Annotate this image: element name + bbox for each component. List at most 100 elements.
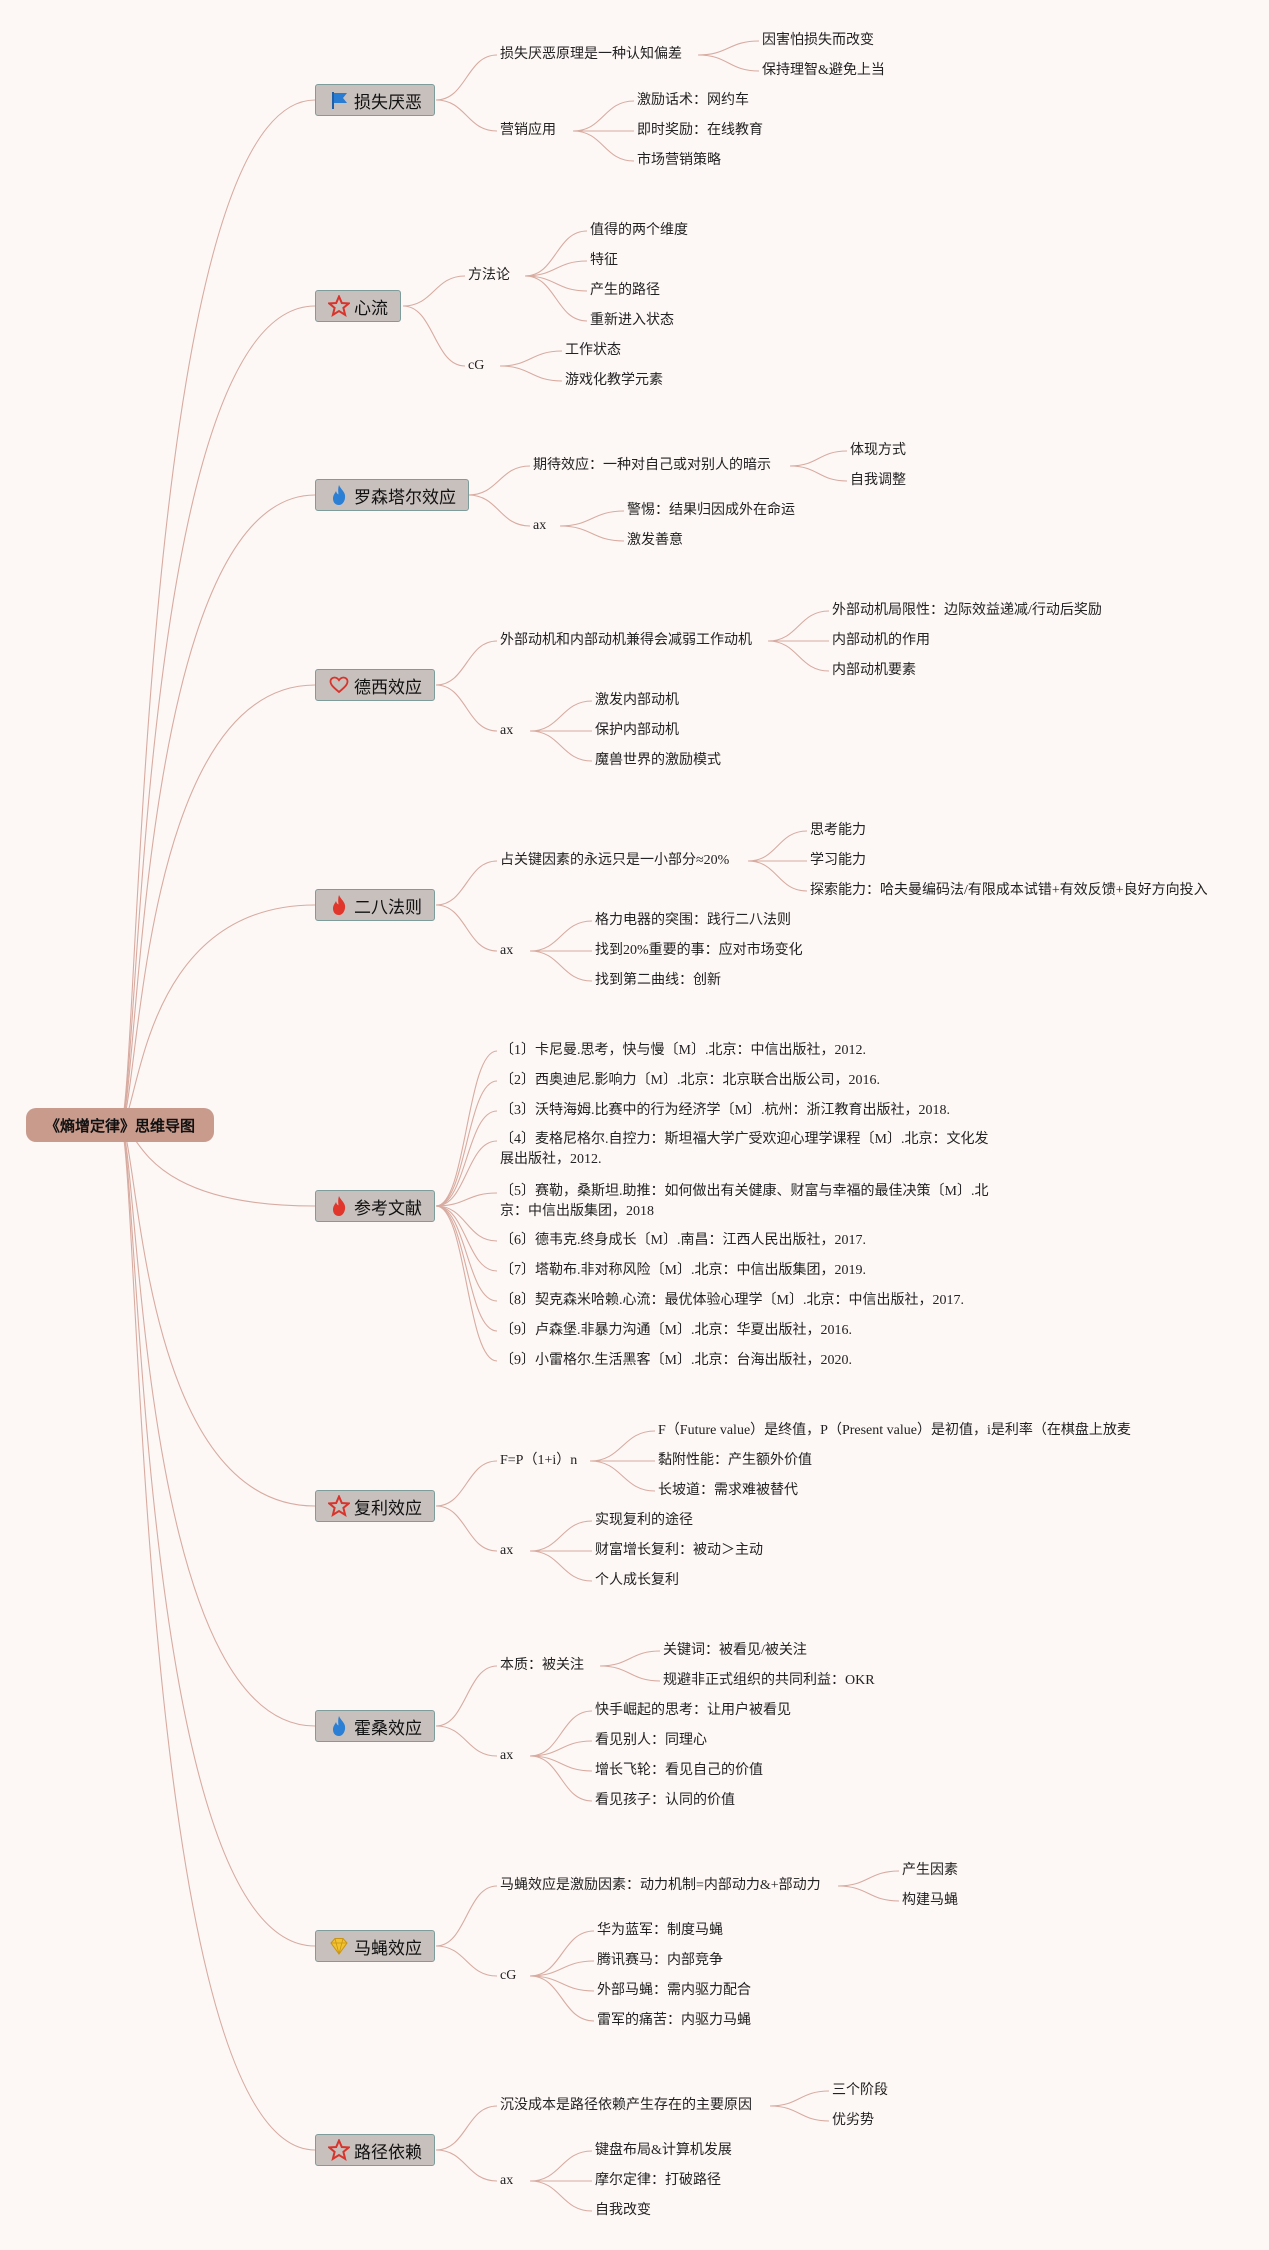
leaf-label[interactable]: 自我改变 xyxy=(595,2203,651,2218)
topic-path-dependence[interactable]: 路径依赖 xyxy=(315,2134,435,2166)
leaf-label[interactable]: 外部动机局限性：边际效益递减/行动后奖励 xyxy=(832,603,1102,618)
branch-label[interactable]: cG xyxy=(468,358,485,373)
reference-item[interactable]: 〔1〕卡尼曼.思考，快与慢〔M〕.北京：中信出版社，2012. xyxy=(500,1043,866,1058)
branch-label[interactable]: 损失厌恶原理是一种认知偏差 xyxy=(500,47,682,62)
leaf-label[interactable]: 找到第二曲线：创新 xyxy=(595,973,721,988)
reference-item[interactable]: 〔7〕塔勒布.非对称风险〔M〕.北京：中信出版集团，2019. xyxy=(500,1263,866,1278)
reference-item[interactable]: 〔4〕麦格尼格尔.自控力：斯坦福大学广受欢迎心理学课程〔M〕.北京：文化发展出版… xyxy=(500,1132,989,1167)
reference-item[interactable]: 〔6〕德韦克.终身成长〔M〕.南昌：江西人民出版社，2017. xyxy=(500,1233,866,1248)
leaf-label[interactable]: 即时奖励：在线教育 xyxy=(637,123,763,138)
leaf-label[interactable]: 规避非正式组织的共同利益：OKR xyxy=(663,1673,875,1688)
connector xyxy=(529,700,593,732)
leaf-label[interactable]: 外部马蝇：需内驱力配合 xyxy=(597,1983,751,1998)
leaf-label[interactable]: 找到20%重要的事：应对市场变化 xyxy=(595,943,803,958)
leaf-label[interactable]: 快手崛起的思考：让用户被看见 xyxy=(595,1703,791,1718)
leaf-label[interactable]: 摩尔定律：打破路径 xyxy=(595,2173,721,2188)
leaf-label[interactable]: 华为蓝军：制度马蝇 xyxy=(597,1923,723,1938)
connector xyxy=(529,1550,593,1582)
root-node[interactable]: 《熵增定律》思维导图 xyxy=(26,1108,214,1142)
leaf-label[interactable]: 腾讯赛马：内部竞争 xyxy=(597,1953,723,1968)
reference-item[interactable]: 〔9〕小雷格尔.生活黑客〔M〕.北京：台海出版社，2020. xyxy=(500,1353,852,1368)
leaf-label[interactable]: 财富增长复利：被动＞主动 xyxy=(595,1543,763,1558)
leaf-label[interactable]: 探索能力：哈夫曼编码法/有限成本试错+有效反馈+良好方向投入 xyxy=(810,883,1208,898)
topic-rosenthal-effect[interactable]: 罗森塔尔效应 xyxy=(315,479,469,511)
branch-label[interactable]: 营销应用 xyxy=(500,123,556,138)
leaf-label[interactable]: 个人成长复利 xyxy=(595,1573,679,1588)
branch-label[interactable]: ax xyxy=(500,2173,514,2188)
leaf-label[interactable]: 键盘布局&计算机发展 xyxy=(595,2143,732,2158)
topic-compound-effect[interactable]: 复利效应 xyxy=(315,1490,435,1522)
reference-item[interactable]: 〔3〕沃特海姆.比赛中的行为经济学〔M〕.杭州：浙江教育出版社，2018. xyxy=(500,1103,950,1118)
topic-references[interactable]: 参考文献 xyxy=(315,1190,435,1222)
leaf-label[interactable]: 保持理智&避免上当 xyxy=(762,63,885,78)
yellow-gem-icon xyxy=(328,1935,350,1957)
leaf-label[interactable]: 看见别人：同理心 xyxy=(595,1733,707,1748)
topic-deci-effect[interactable]: 德西效应 xyxy=(315,669,435,701)
leaf-label[interactable]: 体现方式 xyxy=(850,443,906,458)
leaf-label[interactable]: 市场营销策略 xyxy=(637,153,721,168)
leaf-label[interactable]: 保护内部动机 xyxy=(595,723,679,738)
leaf-label[interactable]: 产生的路径 xyxy=(590,283,660,298)
branch-label[interactable]: ax xyxy=(500,1543,514,1558)
leaf-label[interactable]: 警惕：结果归因成外在命运 xyxy=(627,503,795,518)
leaf-label[interactable]: 激发善意 xyxy=(627,533,683,548)
leaf-label[interactable]: 产生因素 xyxy=(902,1863,958,1878)
branch-label[interactable]: F=P（1+i）n xyxy=(500,1453,578,1468)
leaf-label[interactable]: 优劣势 xyxy=(832,2113,874,2128)
reference-item[interactable]: 〔8〕契克森米哈赖.心流：最优体验心理学〔M〕.北京：中信出版社，2017. xyxy=(500,1293,964,1308)
connector xyxy=(119,1124,316,1947)
leaf-label[interactable]: 游戏化教学元素 xyxy=(565,373,663,388)
leaf-label[interactable]: 激发内部动机 xyxy=(595,693,679,708)
topic-flow[interactable]: 心流 xyxy=(315,290,401,322)
branch-label[interactable]: 方法论 xyxy=(468,268,510,283)
branch-label[interactable]: 沉没成本是路径依赖产生存在的主要原因 xyxy=(500,2098,752,2113)
leaf-label[interactable]: 工作状态 xyxy=(565,343,621,358)
topic-hawthorne-effect[interactable]: 霍桑效应 xyxy=(315,1710,435,1742)
leaf-label[interactable]: 值得的两个维度 xyxy=(590,223,688,238)
reference-item[interactable]: 〔9〕卢森堡.非暴力沟通〔M〕.北京：华夏出版社，2016. xyxy=(500,1323,852,1338)
leaf-label[interactable]: 思考能力 xyxy=(810,823,866,838)
leaf-label[interactable]: 增长飞轮：看见自己的价值 xyxy=(595,1763,763,1778)
leaf-label[interactable]: 构建马蝇 xyxy=(902,1893,958,1908)
topic-loss-aversion[interactable]: 损失厌恶 xyxy=(315,84,435,116)
red-star-icon xyxy=(328,1495,350,1517)
connector xyxy=(529,1710,593,1757)
leaf-label[interactable]: 内部动机要素 xyxy=(832,663,916,678)
topic-label: 二八法则 xyxy=(354,897,422,918)
leaf-label[interactable]: 学习能力 xyxy=(810,853,866,868)
connector xyxy=(435,1205,498,1242)
leaf-label[interactable]: 关键词：被看见/被关注 xyxy=(663,1643,807,1658)
topic-gadfly-effect[interactable]: 马蝇效应 xyxy=(315,1930,435,1962)
branch-label[interactable]: ax xyxy=(500,723,514,738)
connector xyxy=(529,730,593,762)
leaf-label[interactable]: 因害怕损失而改变 xyxy=(762,33,874,48)
leaf-label[interactable]: 内部动机的作用 xyxy=(832,633,930,648)
leaf-label[interactable]: 激励话术：网约车 xyxy=(637,93,749,108)
branch-label[interactable]: ax xyxy=(500,1748,514,1763)
leaf-label[interactable]: 重新进入状态 xyxy=(590,313,674,328)
topic-label: 心流 xyxy=(354,298,388,319)
leaf-label[interactable]: 长坡道：需求难被替代 xyxy=(658,1483,798,1498)
leaf-label[interactable]: 实现复利的途径 xyxy=(595,1513,693,1528)
leaf-label[interactable]: 魔兽世界的激励模式 xyxy=(595,753,721,768)
leaf-label[interactable]: 看见孩子：认同的价值 xyxy=(595,1793,735,1808)
branch-label[interactable]: ax xyxy=(500,943,514,958)
leaf-label[interactable]: F（Future value）是终值，P（Present value）是初值，i… xyxy=(658,1423,1131,1438)
leaf-label[interactable]: 格力电器的突围：践行二八法则 xyxy=(595,913,791,928)
reference-item[interactable]: 〔2〕西奥迪尼.影响力〔M〕.北京：北京联合出版公司，2016. xyxy=(500,1073,880,1088)
topic-pareto-principle[interactable]: 二八法则 xyxy=(315,889,435,921)
branch-label[interactable]: 占关键因素的永远只是一小部分≈20% xyxy=(500,853,730,868)
leaf-label[interactable]: 三个阶段 xyxy=(832,2083,888,2098)
blue-flame-icon xyxy=(328,484,350,506)
leaf-label[interactable]: 自我调整 xyxy=(850,473,906,488)
reference-item[interactable]: 〔5〕赛勒，桑斯坦.助推：如何做出有关健康、财富与幸福的最佳决策〔M〕.北京：中… xyxy=(500,1184,989,1219)
branch-label[interactable]: 外部动机和内部动机兼得会减弱工作动机 xyxy=(500,633,752,648)
leaf-label[interactable]: 黏附性能：产生额外价值 xyxy=(658,1453,812,1468)
branch-label[interactable]: 马蝇效应是激励因素：动力机制=内部动力&+部动力 xyxy=(500,1878,821,1893)
leaf-label[interactable]: 雷军的痛苦：内驱力马蝇 xyxy=(597,2013,751,2028)
branch-label[interactable]: 期待效应：一种对自己或对别人的暗示 xyxy=(533,458,771,473)
branch-label[interactable]: 本质：被关注 xyxy=(500,1658,584,1673)
leaf-label[interactable]: 特征 xyxy=(590,253,618,268)
branch-label[interactable]: cG xyxy=(500,1968,517,1983)
branch-label[interactable]: ax xyxy=(533,518,547,533)
